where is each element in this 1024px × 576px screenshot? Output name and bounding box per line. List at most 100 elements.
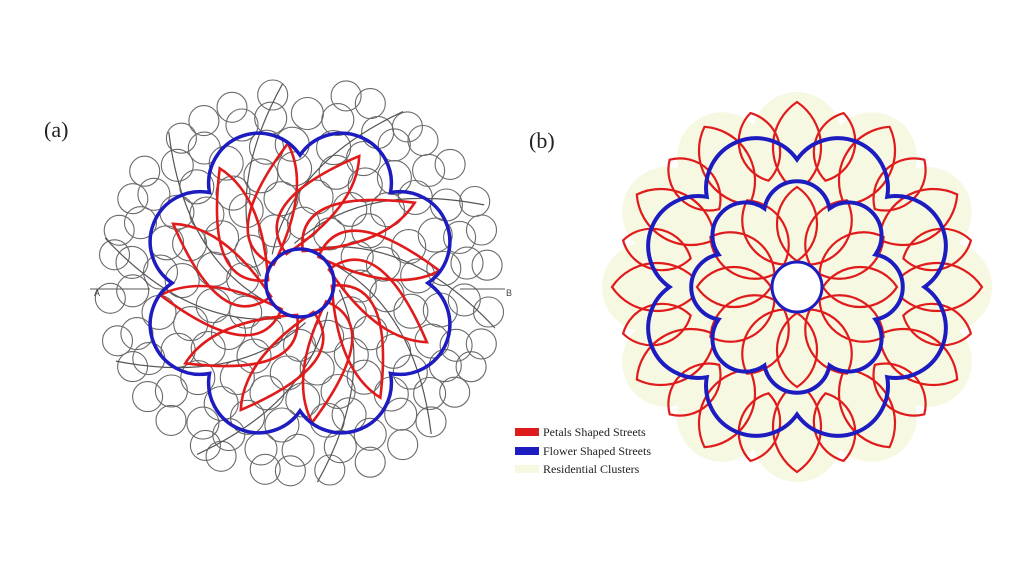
petal-street [872, 157, 927, 212]
legend-item-flower: Flower Shaped Streets [515, 444, 651, 458]
sketch-cluster [263, 181, 299, 217]
sketch-cluster [347, 167, 383, 203]
panel-b-schematic-plan [601, 91, 993, 483]
petal-street [158, 284, 284, 337]
sketch-cluster [132, 381, 164, 413]
sketch-cluster [142, 254, 179, 290]
sketch-cluster [397, 179, 433, 216]
panel-a-label: (a) [44, 117, 68, 142]
petal-street [621, 227, 692, 272]
sketch-cluster [186, 406, 220, 440]
sketch-cluster [417, 217, 453, 253]
legend-swatch-petals [515, 428, 539, 436]
sketch-cluster [392, 354, 428, 390]
sketch-spiral-road [271, 111, 404, 255]
petal-street [215, 166, 270, 282]
legend: Petals Shaped Streets Flower Shaped Stre… [515, 425, 651, 476]
sketch-spiral-road [115, 322, 307, 369]
sketch-cluster [345, 141, 381, 177]
sketch-spiral-road [316, 289, 355, 483]
sketch-cluster [116, 274, 150, 308]
sketch-cluster [465, 214, 498, 246]
panel-b-center-circle [770, 260, 824, 314]
sketch-cluster [290, 96, 324, 131]
sketch-cluster [330, 80, 362, 112]
petal-street [621, 302, 692, 347]
sketch-cluster [393, 293, 429, 329]
sketch-cluster [205, 440, 237, 472]
sketch-cluster [450, 246, 484, 280]
sketch-cluster [98, 239, 131, 271]
petal-street [741, 199, 790, 266]
petal-street [775, 311, 819, 389]
sketch-cluster [120, 317, 154, 351]
petal-street [239, 310, 325, 412]
sketch-cluster [443, 220, 477, 254]
petal-street [709, 231, 776, 280]
sketch-cluster [244, 432, 278, 466]
petal-street [667, 362, 722, 417]
section-marker-b: B [506, 288, 512, 298]
sketch-cluster [320, 373, 356, 410]
petal-street [737, 392, 782, 463]
sketch-cluster [160, 148, 194, 182]
sketch-cluster [361, 115, 395, 150]
panel-a-flower-street [148, 131, 452, 435]
petal-street [695, 265, 773, 309]
petal-street [818, 231, 885, 280]
sketch-spiral-road [245, 83, 284, 277]
sketch-cluster [281, 433, 315, 467]
petal-street [275, 154, 361, 256]
sketch-cluster [376, 160, 412, 196]
legend-item-petals: Petals Shaped Streets [515, 425, 646, 439]
sketch-cluster [369, 277, 405, 313]
sketch-cluster [189, 429, 221, 461]
sketch-cluster [323, 430, 357, 464]
sketch-cluster [187, 131, 221, 165]
petal-street [171, 222, 273, 308]
sketch-cluster [123, 206, 158, 240]
sketch-cluster [314, 454, 346, 486]
petal-street [709, 294, 776, 343]
sketch-cluster [434, 148, 466, 180]
sketch-cluster [117, 351, 149, 383]
sketch-cluster [426, 250, 462, 287]
panel-a-historic-plan: A B [90, 79, 512, 487]
petal-street [330, 284, 385, 400]
sketch-spiral-road [293, 197, 485, 244]
sketch-cluster [391, 229, 427, 265]
outer-flower-street [646, 136, 948, 438]
legend-label-clusters: Residential Clusters [543, 462, 640, 476]
sketch-cluster [117, 183, 149, 215]
sketch-cluster [412, 153, 446, 187]
sketch-cluster [471, 249, 503, 281]
sketch-cluster [391, 111, 423, 143]
sketch-cluster [225, 108, 259, 142]
sketch-cluster [249, 375, 285, 411]
petal-street [804, 199, 853, 266]
sketch-cluster [439, 376, 471, 408]
sketch-cluster [129, 155, 161, 187]
sketch-cluster [257, 79, 289, 111]
sketch-cluster [472, 296, 505, 328]
sketch-cluster [243, 158, 279, 194]
sketch-cluster [164, 263, 200, 299]
outer-ring-petal-streets [610, 100, 984, 474]
petal-street [902, 227, 973, 272]
sketch-cluster [212, 418, 246, 452]
sketch-cluster [216, 91, 248, 123]
petal-street [818, 294, 885, 343]
panel-a-center-circle [264, 247, 336, 319]
petal-street [902, 302, 973, 347]
sketch-cluster [354, 446, 386, 478]
sketch-cluster [407, 124, 439, 157]
sketch-cluster [277, 151, 313, 187]
inner-flower-street [689, 179, 905, 395]
sketch-cluster [165, 122, 197, 154]
petal-street [812, 392, 857, 463]
panel-b-label: (b) [529, 128, 555, 153]
legend-item-clusters: Residential Clusters [515, 462, 640, 476]
historic-sketch-layer [94, 79, 505, 487]
sketch-cluster [387, 429, 419, 461]
legend-label-flower: Flower Shaped Streets [543, 444, 651, 458]
